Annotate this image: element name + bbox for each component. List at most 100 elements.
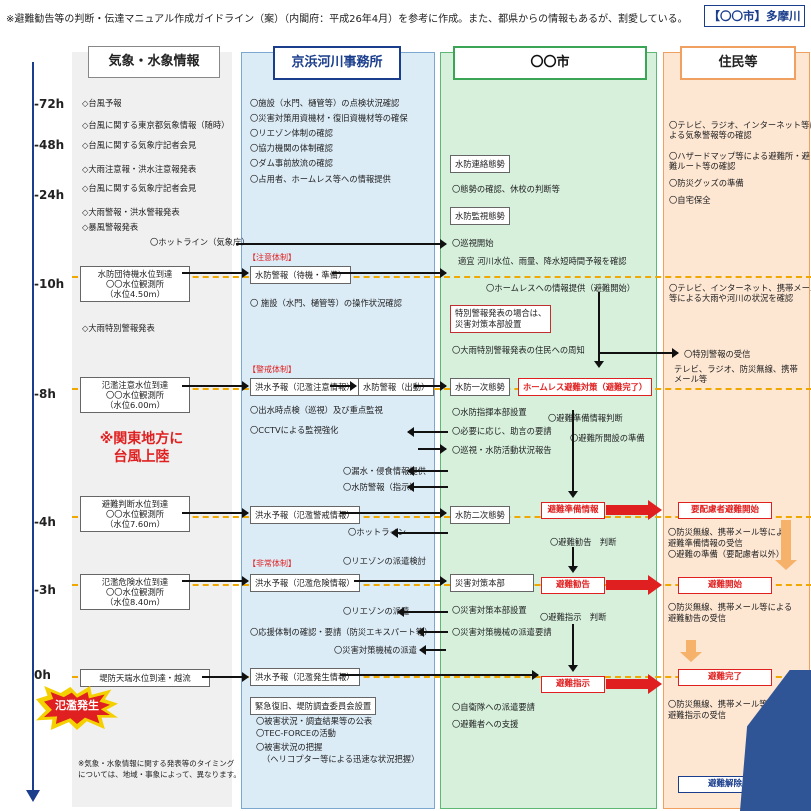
arrow-right-icon	[600, 348, 679, 358]
arrow-right-icon	[182, 508, 249, 518]
arrow-left-icon	[407, 427, 448, 437]
gate-operation-check: 〇 施設（水門、樋管等）の操作状況確認	[250, 298, 402, 308]
red-arrow-icon	[648, 674, 662, 694]
time-label: -24h	[34, 188, 65, 202]
resident-line: 〇防災グッズの準備	[669, 178, 744, 188]
resident-order-receive: 〇防災無線、携帯メール等によ 避難指示の受信	[668, 699, 784, 721]
cctv-monitoring: 〇CCTVによる監視強化	[250, 425, 339, 435]
box-line: 水防団待機水位到達	[97, 269, 173, 279]
resident-line: メール等	[674, 374, 708, 384]
column-header-residents: 住民等	[680, 46, 796, 80]
arrow-right-icon	[236, 239, 447, 249]
resident-items: 〇テレビ、ラジオ、インターネット等に よる気象警報等の確認 〇ハザードマップ等に…	[669, 120, 811, 205]
box-line: 氾濫注意水位到達	[101, 380, 169, 390]
box-line: （水位7.60m）	[105, 519, 165, 529]
box-line: 避難判断水位到達	[101, 499, 169, 509]
patrol-monitoring: 〇出水時点検（巡視）及び重点監視	[250, 405, 383, 415]
river-item: 〇リエゾン体制の確認	[250, 128, 333, 138]
level-line-0h	[72, 676, 811, 678]
monitoring: 適宜 河川水位、雨量、降水短時間予報を確認	[458, 256, 627, 266]
special-warning-receive: 〇特別警報の受信	[684, 349, 751, 359]
resident-line: 〇防災無線、携帯メール等による	[668, 527, 793, 537]
river-item: 〇占用者、ホームレス等への情報提供	[250, 174, 391, 184]
timeline-axis	[32, 62, 34, 797]
box-line: 〇〇水位観測所	[105, 587, 165, 597]
notify-special-warning: 〇大雨特別警報発表の住民への周知	[452, 345, 585, 355]
disaster-hq-box: 災害対策本部	[450, 574, 534, 592]
weather-special-warning: ◇大雨特別警報発表	[82, 323, 155, 333]
weather-item: ◇大雨注意報・洪水注意報発表	[82, 164, 197, 174]
red-arrow-icon	[648, 575, 662, 595]
note-line: ※気象・水象情報に関する発表等のタイミング	[78, 759, 235, 768]
arrow-down-icon	[568, 624, 578, 672]
resident-line: 〇テレビ、ラジオ、インターネット等に	[669, 120, 811, 130]
arrow-right-icon	[340, 670, 539, 680]
vulnerable-evac-pill: 要配慮者避難開始	[678, 502, 772, 519]
time-label: -10h	[34, 277, 65, 291]
red-arrow-bar	[606, 580, 650, 590]
weather-item: ◇暴風警報発表	[82, 222, 139, 232]
resident-line: 避難指示の受信	[668, 710, 727, 720]
resident-line: 〇自宅保全	[669, 195, 711, 205]
homeless-info: 〇ホームレスへの情報提供（避難開始）	[486, 283, 636, 293]
shelter-prep: 〇避難所開設の準備	[570, 433, 645, 443]
water-level-box-0h: 堤防天端水位到達・越流	[80, 669, 210, 687]
sdf-request: 〇自衛隊への派遣要請	[452, 702, 535, 712]
arrow-right-icon	[332, 268, 447, 278]
flood-danger-box: 洪水予報（氾濫危険情報）	[250, 574, 360, 592]
weather-item: ◇大雨警報・洪水警報発表	[82, 207, 180, 217]
typhoon-line: 台風上陸	[113, 449, 170, 465]
weather-hotline: 〇ホットライン（気象庁）	[150, 237, 250, 247]
box-line: 災害対策本部設置	[455, 319, 522, 329]
resident-check-10h: 〇テレビ、インターネット、携帯メール 等による大雨や河川の状況を確認	[669, 283, 811, 303]
posture-check: 〇態勢の確認、休校の判断等	[452, 184, 560, 194]
city-tag: 【〇〇市】多摩川	[704, 5, 805, 27]
arrow-down-icon	[568, 410, 578, 498]
second-posture-box: 水防二次態勢	[450, 506, 510, 524]
arrow-down-icon	[594, 292, 604, 368]
box-line: （水位6.00m）	[105, 400, 165, 410]
arrow-right-icon	[418, 444, 447, 454]
disaster-hq-setup: 〇災害対策本部設置	[452, 605, 527, 615]
machine-request: 〇災害対策機械の派遣要請	[452, 627, 552, 637]
time-label: -72h	[34, 97, 65, 111]
evacuee-support: 〇避難者への支援	[452, 719, 519, 729]
river-item: 〇協力機関の体制確認	[250, 143, 333, 153]
flood-warning-box: 洪水予報（氾濫警戒情報）	[250, 506, 360, 524]
river-after-item: 〇被害状況・調査結果等の公表	[256, 716, 373, 726]
arrow-left-icon	[407, 482, 448, 492]
red-arrow-icon	[648, 500, 662, 520]
contact-posture-box: 水防連絡態勢	[450, 155, 510, 173]
patrol-start: 〇巡視開始	[452, 238, 494, 248]
hq-setup: 〇水防指揮本部設置	[452, 407, 527, 417]
resident-line: テレビ、ラジオ、防災無線、携帯	[674, 364, 798, 374]
alert-system-label: 【警戒体制】	[248, 365, 296, 374]
arrow-right-icon	[330, 381, 357, 391]
time-label: -4h	[34, 515, 56, 529]
evac-done-pill: 避難完了	[678, 669, 772, 686]
typhoon-line: ※関東地方に	[99, 431, 184, 447]
header-note: ※避難勧告等の判断・伝達マニュアル作成ガイドライン（案）（内閣府：平成26年4月…	[6, 14, 688, 25]
water-level-box-3h: 氾濫危険水位到達 〇〇水位観測所 （水位8.40m）	[80, 574, 190, 610]
river-item: 〇施設（水門、樋管等）の点検状況確認	[250, 98, 400, 108]
time-label: -3h	[34, 583, 56, 597]
evac-order-judge: 〇避難指示 判断	[540, 612, 607, 622]
river-item: 〇ダム事前放流の確認	[250, 158, 333, 168]
box-line: 〇〇水位観測所	[105, 390, 165, 400]
orange-arrow-icon	[680, 640, 702, 662]
resident-line: 〇避難の準備（要配慮者以外）	[668, 549, 785, 559]
resident-line: 〇防災無線、携帯メール等によ	[668, 699, 785, 709]
caution-system-label: 【注意体制】	[248, 253, 296, 262]
special-warning-box: 特別警報発表の場合は、 災害対策本部設置	[450, 305, 552, 333]
watch-posture-box: 水防監視態勢	[450, 207, 510, 225]
liaison-dispatch: 〇リエゾンの派遣	[343, 606, 410, 616]
river-after-item: 〇被害状況の把握	[256, 742, 323, 752]
resident-advisory-receive: 〇防災無線、携帯メール等による 避難勧告の受信	[668, 602, 792, 624]
flood-occur-box: 洪水予報（氾濫発生情報）	[250, 668, 360, 686]
arrow-right-icon	[340, 508, 447, 518]
weather-item: ◇台風に関する気象庁記者会見	[82, 183, 197, 193]
time-label: -8h	[34, 387, 56, 401]
evac-prep-pill: 避難準備情報	[541, 502, 605, 519]
liaison-review: 〇リエゾンの派遣検討	[343, 556, 426, 566]
river-after-item: 〇TEC-FORCEの活動	[256, 728, 336, 738]
